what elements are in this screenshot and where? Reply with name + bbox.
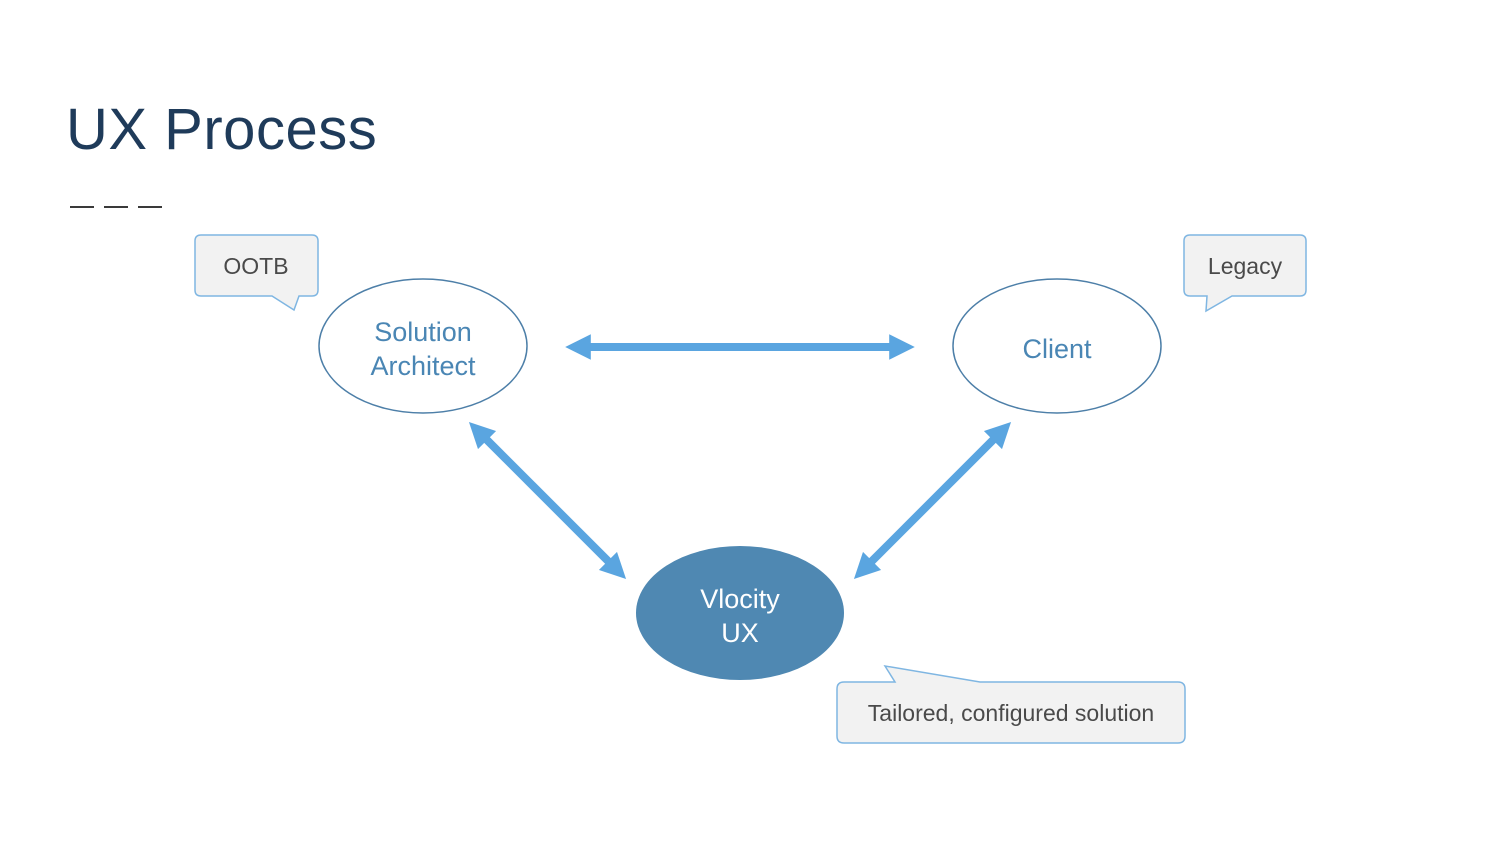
callout-tailored-text: Tailored, configured solution bbox=[868, 700, 1154, 726]
page-title: UX Process bbox=[66, 97, 378, 162]
node-solution-architect-line2: Architect bbox=[370, 351, 476, 381]
callout-legacy: Legacy bbox=[1183, 234, 1307, 313]
node-client: Client bbox=[952, 278, 1162, 414]
node-solution-architect: Solution Architect bbox=[318, 278, 528, 414]
callout-ootb-text: OOTB bbox=[223, 253, 288, 279]
node-vlocity-ux-line1: Vlocity bbox=[700, 584, 780, 614]
node-vlocity-ux: Vlocity UX bbox=[636, 546, 844, 680]
callout-ootb: OOTB bbox=[194, 234, 319, 312]
arrow-client-vlocity bbox=[853, 421, 1012, 580]
title-underline-divider bbox=[70, 206, 166, 208]
node-client-label: Client bbox=[1022, 334, 1092, 364]
arrow-architect-vlocity bbox=[468, 421, 627, 580]
callout-tailored: Tailored, configured solution bbox=[836, 664, 1186, 744]
node-solution-architect-line1: Solution bbox=[374, 317, 472, 347]
callout-legacy-text: Legacy bbox=[1208, 253, 1283, 279]
node-vlocity-ux-line2: UX bbox=[721, 618, 759, 648]
